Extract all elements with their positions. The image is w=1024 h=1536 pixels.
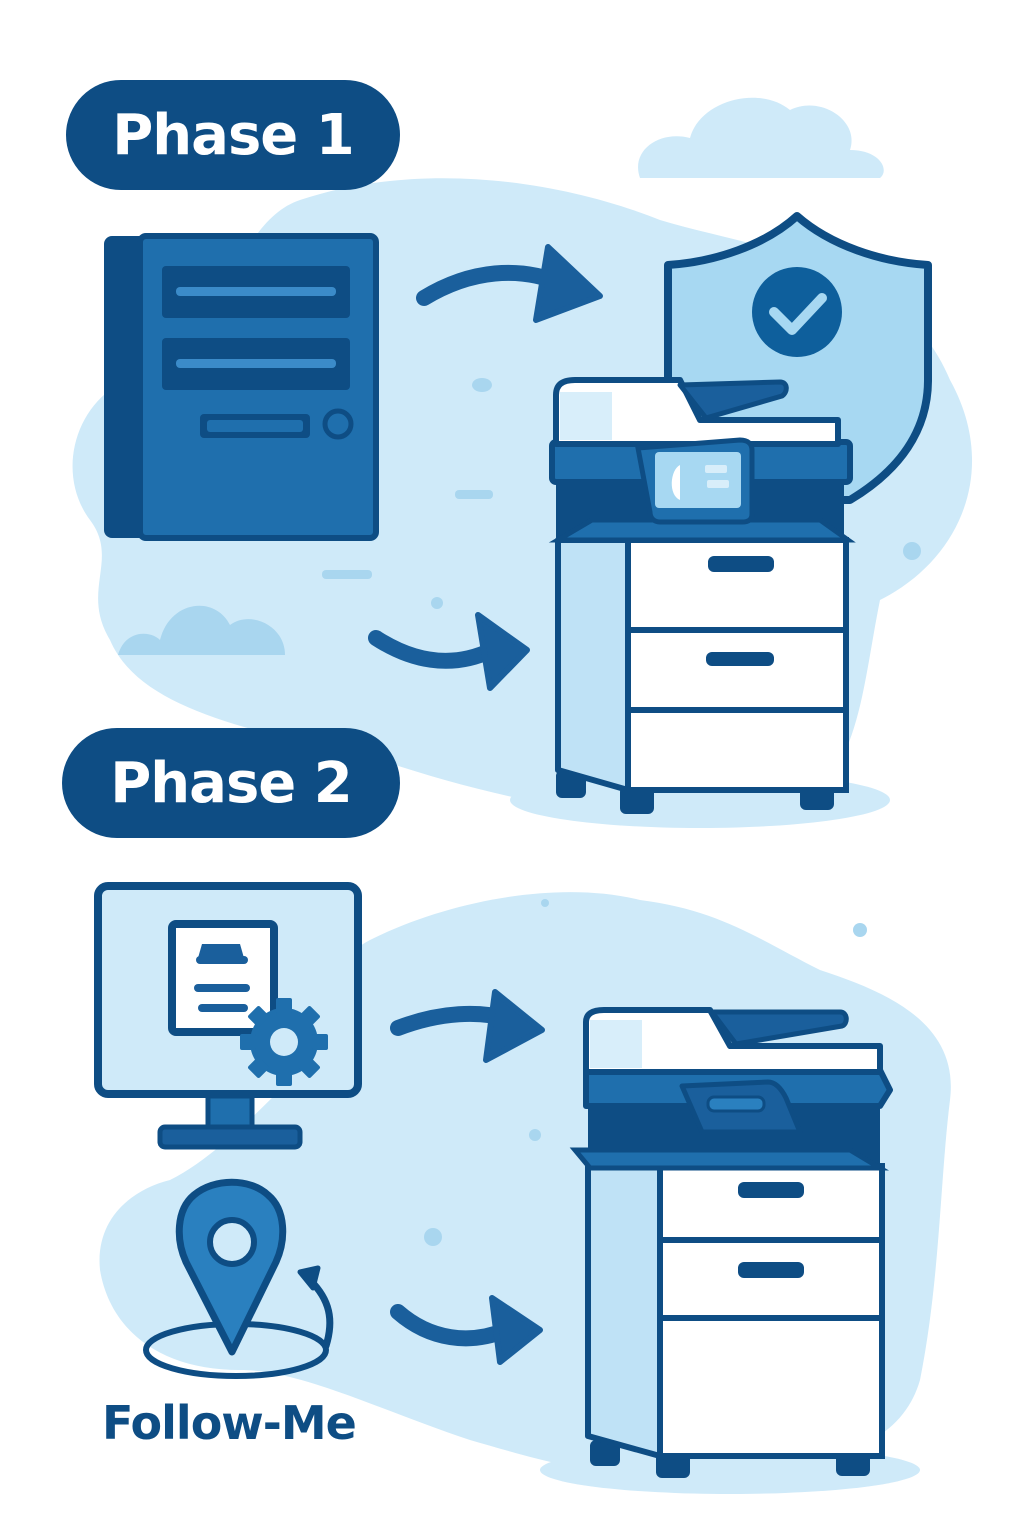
- decor-dot: [431, 597, 443, 609]
- phase-1-label: Phase 1: [66, 80, 400, 190]
- cloud-icon: [118, 605, 285, 655]
- cloud-icon: [638, 97, 884, 178]
- decor-dot: [424, 1228, 442, 1246]
- decor-dot: [472, 378, 492, 392]
- decor-dash: [322, 570, 372, 579]
- printer-shadow: [510, 772, 890, 828]
- decor-dot: [541, 899, 549, 907]
- phase-2-label: Phase 2: [62, 728, 400, 838]
- phase1-background-blob: [72, 178, 973, 822]
- follow-me-label: Follow-Me: [102, 1396, 357, 1450]
- phase-1-label-text: Phase 1: [112, 102, 354, 168]
- decor-dot: [903, 542, 921, 560]
- phase-2-label-text: Phase 2: [110, 750, 352, 816]
- phase2-background-blob: [99, 892, 951, 1476]
- decor-dash: [455, 490, 493, 499]
- printer-shadow: [540, 1446, 920, 1494]
- decor-dot: [529, 1129, 541, 1141]
- decor-dot: [853, 923, 867, 937]
